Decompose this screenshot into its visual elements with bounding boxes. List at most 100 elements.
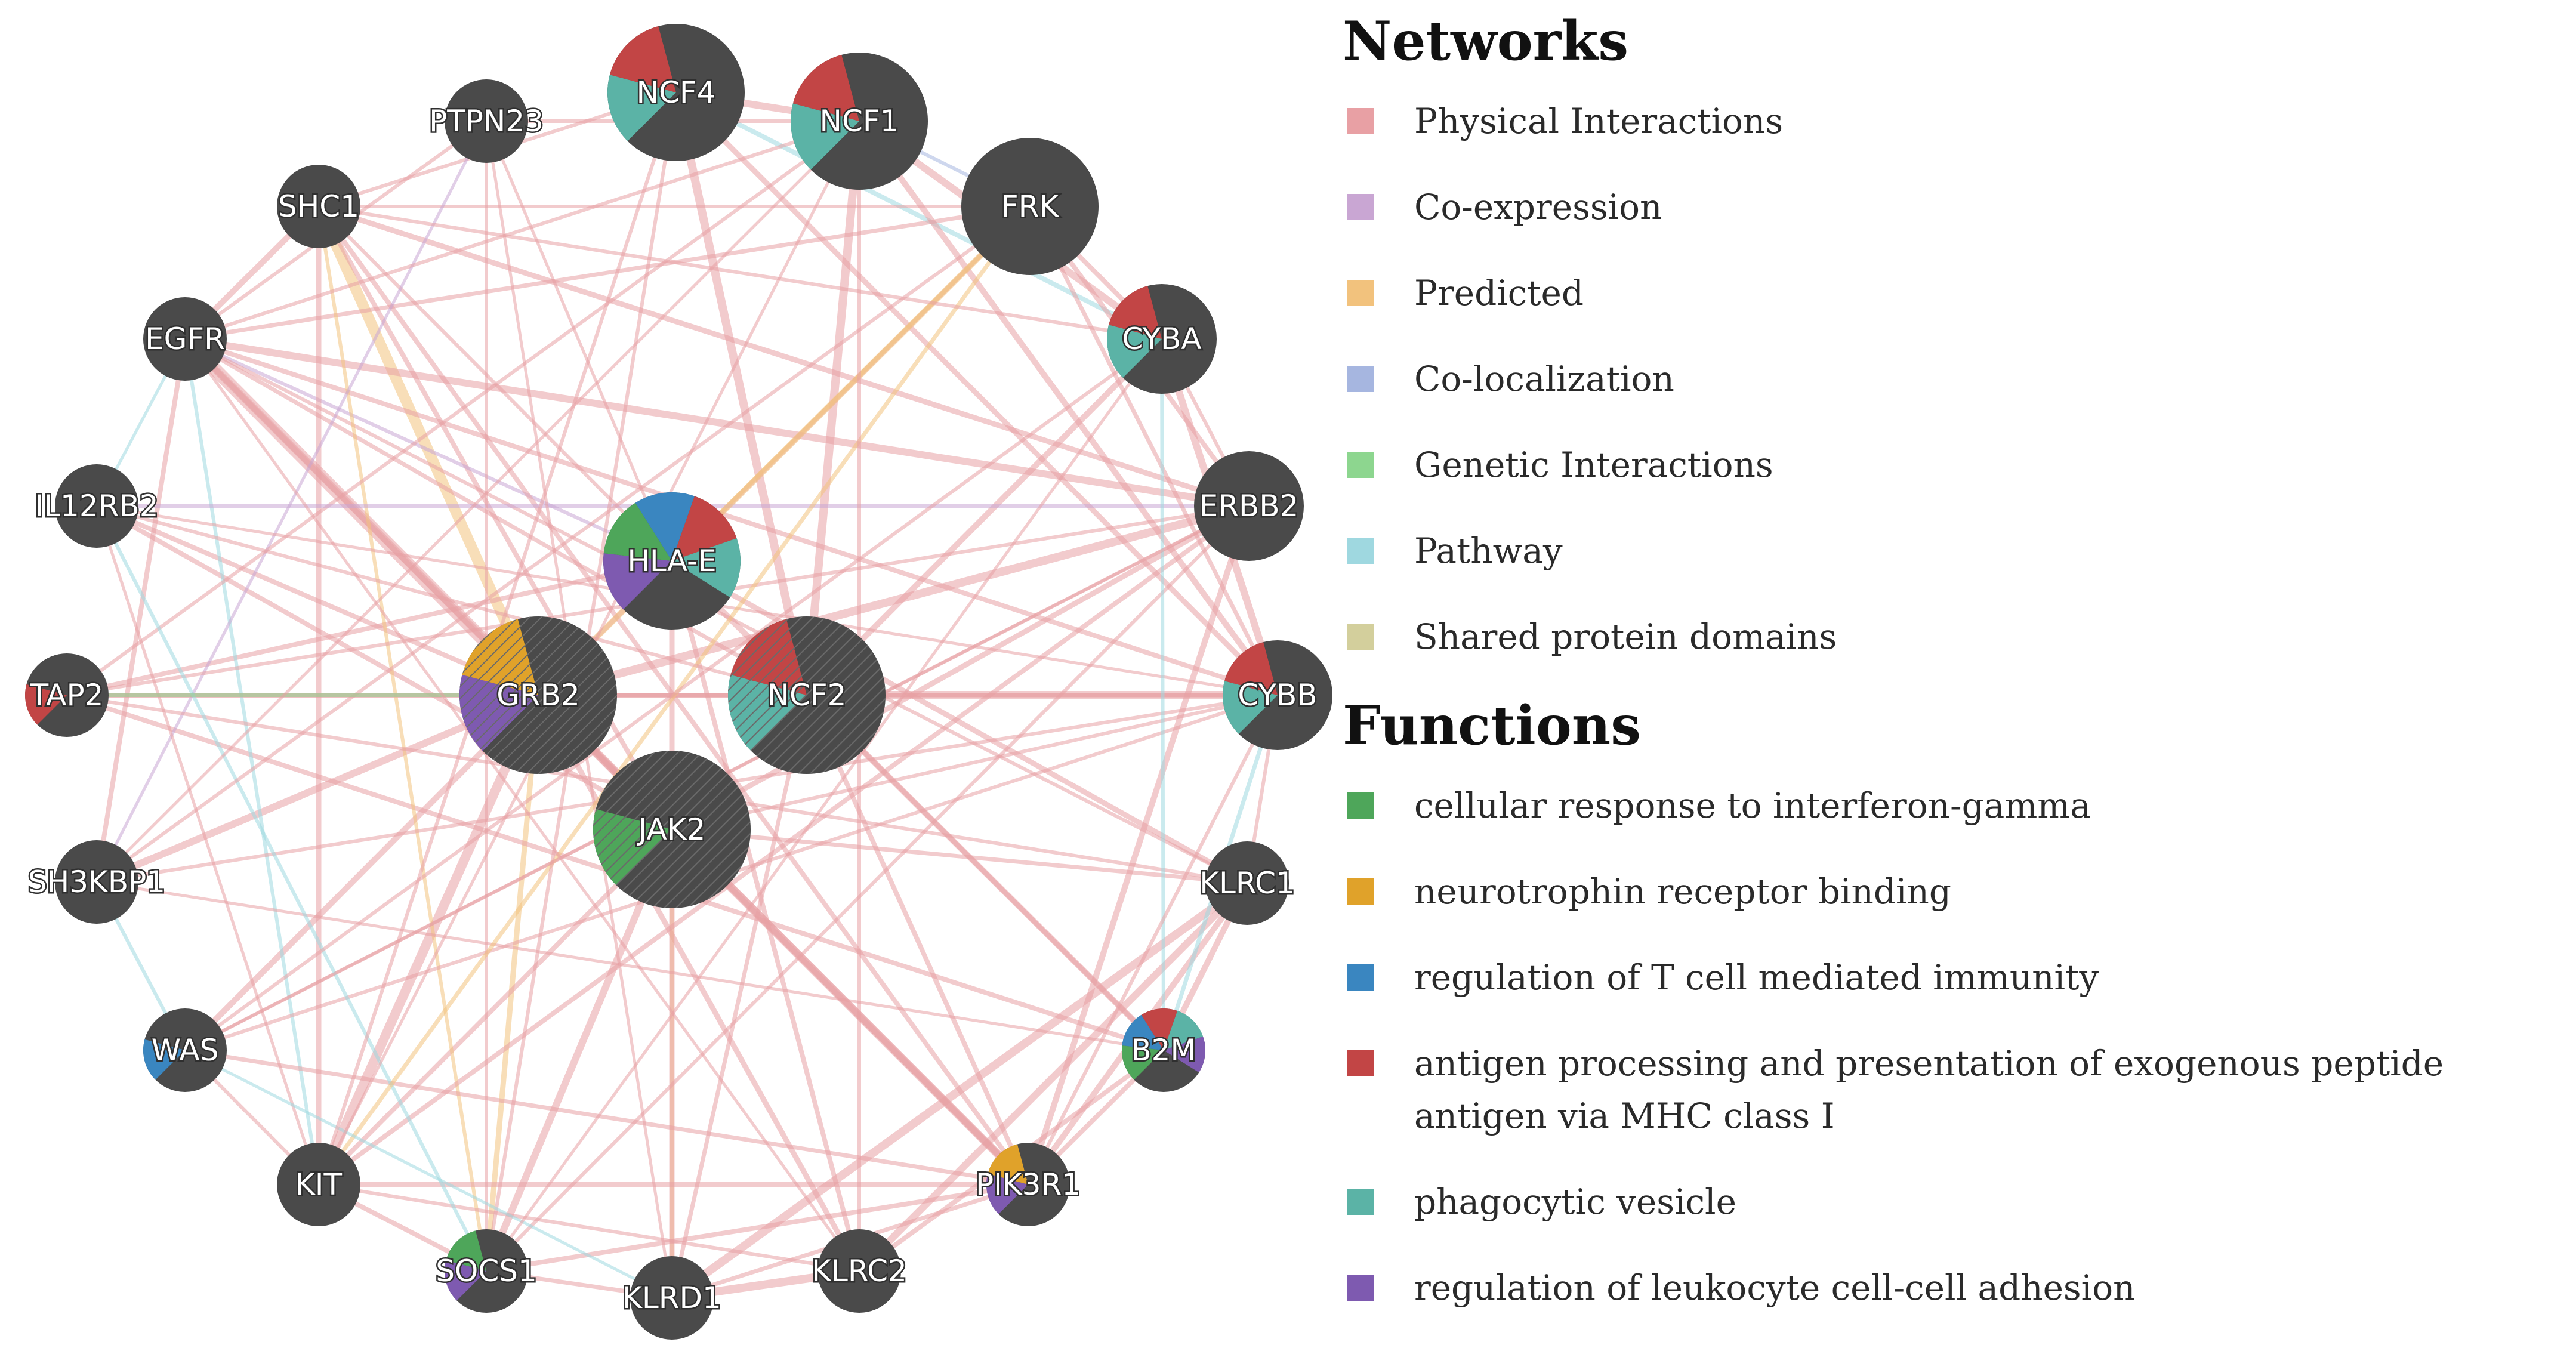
node-erbb2[interactable]: ERBB2 bbox=[1194, 451, 1304, 561]
edge-NCF2-CYBA bbox=[804, 336, 1165, 698]
node-ncf2[interactable]: NCF2 bbox=[728, 616, 886, 774]
node-circle bbox=[817, 1229, 901, 1313]
edge-NCF2-PIK3R1 bbox=[804, 693, 1031, 1187]
edge-KIT-KLRC2 bbox=[317, 1183, 861, 1273]
node-label: KLRD1 bbox=[622, 1281, 721, 1315]
node-jak2[interactable]: JAK2 bbox=[593, 751, 751, 908]
function-wedge-phagocytic_vesicle bbox=[1107, 325, 1162, 378]
function-wedge-phagocytic_vesicle bbox=[672, 538, 741, 598]
network-type-legend-item: Co-expression bbox=[1343, 181, 2572, 233]
node-cyba[interactable]: CYBA bbox=[1107, 284, 1217, 394]
edge-SOCS1-CYBA bbox=[485, 337, 1164, 1273]
network-type-legend-item: Predicted bbox=[1343, 267, 2572, 319]
function-swatch bbox=[1347, 878, 1374, 905]
node-circle bbox=[1205, 841, 1289, 925]
network-type-legend-item: Genetic Interactions bbox=[1343, 439, 2572, 491]
node-label: KLRC1 bbox=[1199, 866, 1295, 900]
edge-IL12RB2-SOCS1 bbox=[95, 504, 488, 1273]
node-ptpn23[interactable]: PTPN23 bbox=[428, 79, 545, 163]
query-hatch bbox=[459, 616, 617, 774]
node-kit[interactable]: KIT bbox=[277, 1143, 360, 1226]
function-wedge-phagocytic_vesicle bbox=[791, 103, 859, 170]
edge-SH3KBP1-B2M bbox=[95, 880, 1165, 1052]
networks-heading: Networks bbox=[1343, 10, 1629, 73]
function-wedge-blue bbox=[635, 492, 695, 561]
function-wedge-interferon bbox=[1122, 1045, 1164, 1080]
edge-CYBA-B2M bbox=[1160, 337, 1165, 1052]
function-wedge-antigen bbox=[609, 26, 676, 92]
function-label: antigen processing and presentation of e… bbox=[1414, 1043, 2444, 1136]
edge-FRK-CYBB bbox=[1028, 204, 1280, 698]
node-klrc2[interactable]: KLRC2 bbox=[810, 1229, 908, 1313]
node-label: B2M bbox=[1131, 1033, 1196, 1068]
function-label: neurotrophin receptor binding bbox=[1414, 871, 1952, 912]
network-type-swatch bbox=[1347, 366, 1374, 392]
node-label: FRK bbox=[1001, 189, 1060, 224]
function-label: regulation of leukocyte cell-cell adhesi… bbox=[1414, 1267, 2136, 1308]
node-label: TAP2 bbox=[30, 678, 104, 712]
function-swatch bbox=[1347, 964, 1374, 991]
node-klrc1[interactable]: KLRC1 bbox=[1198, 841, 1296, 925]
node-label: PIK3R1 bbox=[976, 1167, 1081, 1202]
network-type-label: Pathway bbox=[1414, 530, 1563, 571]
function-wedge-phagocytic_vesicle bbox=[1223, 681, 1278, 735]
node-label: SHC1 bbox=[278, 189, 359, 224]
node-socs1[interactable]: SOCS1 bbox=[434, 1229, 538, 1313]
node-label: CYBA bbox=[1122, 322, 1201, 356]
function-wedge-antigen bbox=[672, 496, 737, 561]
edge-SHC1-ERBB2 bbox=[316, 203, 1252, 509]
node-il12rb2[interactable]: IL12RB2 bbox=[33, 464, 160, 548]
node-b2m[interactable]: B2M bbox=[1122, 1008, 1205, 1092]
node-shc1[interactable]: SHC1 bbox=[276, 165, 361, 248]
node-label: WAS bbox=[152, 1033, 219, 1068]
node-ncf1[interactable]: NCF1 bbox=[791, 53, 928, 190]
network-type-label: Genetic Interactions bbox=[1414, 445, 1773, 485]
function-wedge-phagocytic_vesicle bbox=[607, 75, 676, 141]
network-type-swatch bbox=[1347, 194, 1374, 220]
node-circle bbox=[55, 464, 138, 548]
node-grb2[interactable]: GRB2 bbox=[459, 616, 617, 774]
edge-CYBA-SHC1 bbox=[317, 205, 1164, 341]
node-frk[interactable]: FRK bbox=[961, 138, 1099, 275]
node-label: GRB2 bbox=[496, 678, 580, 712]
node-label: SOCS1 bbox=[436, 1254, 537, 1288]
node-klrd1[interactable]: KLRD1 bbox=[621, 1256, 723, 1340]
edge-IL12RB2-KIT bbox=[95, 504, 320, 1186]
edge-SOCS1-PIK3R1 bbox=[484, 1182, 1031, 1273]
network-type-swatch bbox=[1347, 280, 1374, 306]
edge-NCF4-CYBB bbox=[673, 90, 1281, 698]
network-type-label: Co-expression bbox=[1414, 187, 1662, 227]
edge-SH3KBP1-NCF1 bbox=[95, 119, 861, 884]
edge-NCF1-EGFR bbox=[183, 119, 861, 341]
node-cybb[interactable]: CYBB bbox=[1223, 640, 1332, 750]
node-circle bbox=[55, 840, 138, 924]
function-wedge-neurotrophin bbox=[988, 1144, 1028, 1184]
node-label: EGFR bbox=[145, 322, 225, 356]
node-sh3kbp1[interactable]: SH3KBP1 bbox=[26, 840, 167, 924]
edge-EGFR-KIT bbox=[183, 337, 320, 1186]
function-swatch bbox=[1347, 1050, 1374, 1076]
function-label: regulation of T cell mediated immunity bbox=[1414, 957, 2099, 998]
node-tap2[interactable]: TAP2 bbox=[25, 653, 109, 737]
node-was[interactable]: WAS bbox=[143, 1008, 227, 1092]
edge-GRB2-ERBB2 bbox=[534, 502, 1253, 699]
edge-EGFR-SH3KBP1 bbox=[94, 337, 187, 884]
node-label: KIT bbox=[295, 1167, 343, 1202]
network-type-label: Shared protein domains bbox=[1414, 616, 1837, 657]
function-wedge-leukocyte bbox=[1164, 1036, 1205, 1073]
node-egfr[interactable]: EGFR bbox=[143, 297, 227, 381]
node-pik3r1[interactable]: PIK3R1 bbox=[974, 1143, 1082, 1226]
edge-CYBA-WAS bbox=[183, 337, 1164, 1052]
function-legend-item: neurotrophin receptor binding bbox=[1343, 865, 2572, 918]
edge-NCF4-NCF2 bbox=[672, 88, 811, 699]
node-label: CYBB bbox=[1238, 678, 1317, 712]
edge-GRB2-SOCS1 bbox=[483, 692, 541, 1274]
node-ncf4[interactable]: NCF4 bbox=[607, 24, 745, 161]
node-hla-e[interactable]: HLA-E bbox=[603, 492, 741, 630]
node-label: JAK2 bbox=[637, 812, 706, 847]
network-type-swatch bbox=[1347, 452, 1374, 478]
function-wedge-interferon bbox=[603, 502, 672, 561]
edge-SH3KBP1-PTPN23 bbox=[95, 119, 488, 884]
